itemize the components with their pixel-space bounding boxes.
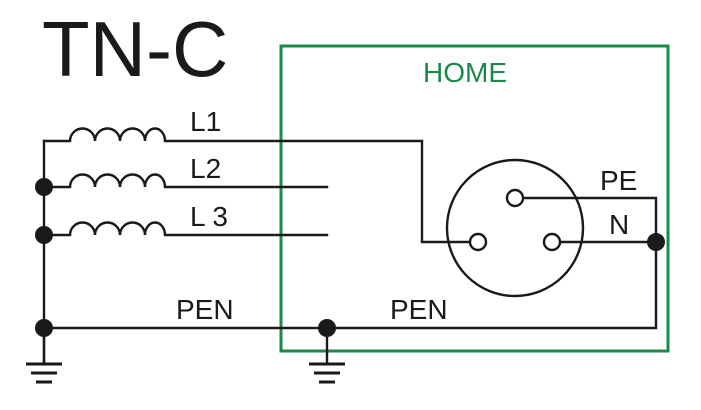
l1-label: L1: [190, 106, 221, 137]
pe-label: PE: [600, 165, 637, 196]
pen-conductor: [42, 240, 658, 330]
n-label: N: [609, 209, 629, 240]
l1-wire: [163, 139, 470, 244]
l2-junction-node: [35, 178, 53, 196]
home-boundary: [279, 44, 670, 353]
socket-l-pin: [468, 232, 488, 252]
diagram-title: TN-C: [42, 5, 228, 93]
l3-label: L 3: [190, 201, 228, 232]
l3-winding: [68, 221, 167, 236]
l3-junction-node: [35, 226, 53, 244]
pen-label-right: PEN: [390, 294, 448, 325]
socket-outline: [445, 158, 585, 298]
home-label: HOME: [423, 57, 507, 88]
pe-wire: [513, 196, 658, 244]
source-ground-icon: [26, 362, 62, 384]
l2-winding: [68, 173, 167, 188]
pe-n-junction-node: [647, 233, 665, 251]
l1-winding: [68, 127, 167, 142]
socket-pe-pin: [505, 188, 525, 208]
socket-n-pin: [542, 232, 562, 252]
pen-label-left: PEN: [176, 294, 234, 325]
l2-label: L2: [190, 153, 221, 184]
home-ground-icon: [309, 362, 345, 384]
